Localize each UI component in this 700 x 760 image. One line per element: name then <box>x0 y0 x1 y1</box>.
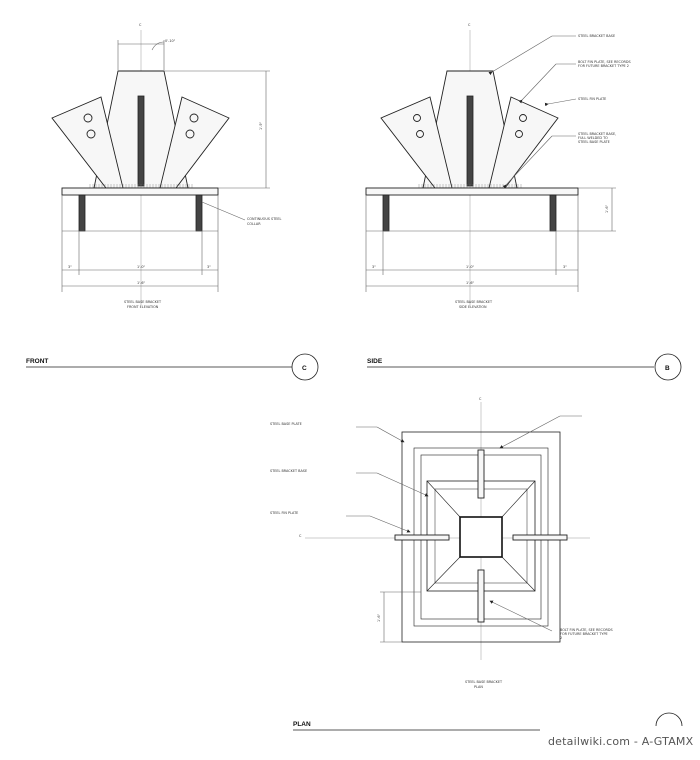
plan-fin-bottom <box>477 569 485 623</box>
side-dim-left: 3" <box>372 265 376 269</box>
front-collar-right <box>195 194 203 232</box>
front-collar-left <box>78 194 86 232</box>
front-base-plate <box>61 187 219 196</box>
front-bubble <box>291 353 319 381</box>
plan-cl-mark-left: C <box>299 534 302 538</box>
credit-watermark: detailwiki.com - A-GTAMX <box>548 735 694 748</box>
bolt-hole <box>86 129 96 139</box>
plan-caption-2: PLAN <box>474 685 483 689</box>
plan-fin-right <box>512 534 568 541</box>
front-elevation: C 0'-10" CONTINUOUS STEEL COLLAR <box>51 23 282 309</box>
front-caption-1: STEEL BASE BRACKET <box>124 300 162 304</box>
side-bubble-text: B <box>665 365 670 372</box>
side-dim-overall: 1'-6" <box>466 281 474 285</box>
front-dim-left: 3" <box>68 265 72 269</box>
side-fin-plate <box>466 95 474 187</box>
front-cl-mark: C <box>139 23 142 27</box>
side-note-4a: STEEL BRACKET BASE, <box>578 132 616 136</box>
side-label: SIDE <box>367 358 383 365</box>
front-caption-2: FRONT ELEVATION <box>127 305 159 309</box>
bolt-hole <box>185 129 195 139</box>
side-note-2a: BOLT FIN PLATE, SEE RECORDS <box>578 60 631 64</box>
side-base-plate <box>365 187 579 196</box>
side-note-3: STEEL FIN PLATE <box>578 97 606 101</box>
side-note-2b: FOR FUTURE BRACKET TYPE 2 <box>578 64 629 68</box>
side-elevation: C STEEL BRACKET BASE BOLT FIN PLATE, SEE… <box>365 23 631 309</box>
front-collar-note-1: CONTINUOUS STEEL <box>247 217 282 221</box>
front-dim-top: 0'-10" <box>165 39 176 43</box>
front-label: FRONT <box>26 358 48 365</box>
side-collar-right <box>549 194 557 232</box>
front-collar-note-2: COLLAR <box>247 222 261 226</box>
front-bubble-text: C <box>302 365 307 372</box>
side-dim-mid: 1'-0" <box>466 265 474 269</box>
weld-ticks <box>89 184 193 188</box>
front-dim-right: 3" <box>207 265 211 269</box>
weld-ticks <box>418 184 522 188</box>
plan-center-post <box>459 516 503 558</box>
plan-view: C C STEEL BASE PLATE STEEL BRACKET BASE … <box>270 397 613 689</box>
side-note-4c: STEEL BASE PLATE <box>578 140 610 144</box>
plan-note-4c: 2 <box>560 636 562 640</box>
side-dim-right: 3" <box>563 265 567 269</box>
side-note-1: STEEL BRACKET BASE <box>578 34 615 38</box>
side-note-4b: FULL WELDED TO <box>578 136 608 140</box>
front-dim-overall: 1'-6" <box>137 281 145 285</box>
side-dim-height: 1'-6" <box>605 205 609 213</box>
plan-fin-left <box>394 534 450 541</box>
plan-note-4a: BOLT FIN PLATE, SEE RECORDS <box>560 628 613 632</box>
plan-caption-1: STEEL BASE BRACKET <box>465 680 503 684</box>
plan-label: PLAN <box>293 721 311 728</box>
plan-note-4b: FOR FUTURE BRACKET TYPE <box>560 632 608 636</box>
plan-note-2: STEEL BRACKET BASE <box>270 469 307 473</box>
plan-fin-top <box>477 449 485 499</box>
bolt-hole <box>189 113 199 123</box>
front-title-block: FRONT C <box>26 353 319 381</box>
plan-dim-left: 1'-6" <box>377 614 381 622</box>
plan-note-1: STEEL BASE PLATE <box>270 422 302 426</box>
front-fin-plate <box>137 95 145 187</box>
front-dim-height: 1'-9" <box>259 122 263 130</box>
side-caption-2: SIDE ELEVATION <box>459 305 487 309</box>
bolt-hole <box>83 113 93 123</box>
plan-title-block: PLAN <box>293 712 683 731</box>
side-cl-mark: C <box>468 23 471 27</box>
side-collar-left <box>382 194 390 232</box>
side-bubble <box>654 353 682 381</box>
side-caption-1: STEEL BASE BRACKET <box>455 300 493 304</box>
side-title-block: SIDE B <box>367 353 682 381</box>
front-dim-mid: 1'-0" <box>137 265 145 269</box>
plan-bubble <box>655 712 683 727</box>
plan-note-3: STEEL FIN PLATE <box>270 511 298 515</box>
plan-cl-mark-top: C <box>479 397 482 401</box>
